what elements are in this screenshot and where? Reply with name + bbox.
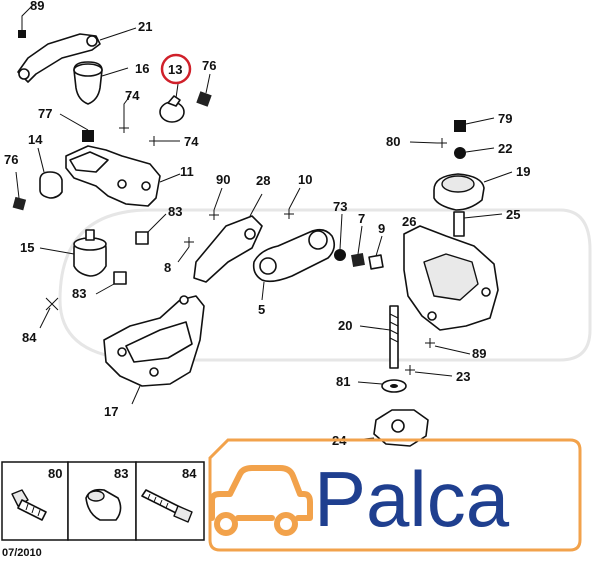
label-8: 8 — [164, 260, 171, 275]
highlight-circle-13 — [160, 53, 192, 85]
part-15-mount — [39, 229, 107, 277]
label-74-right: 74 — [184, 134, 199, 149]
legend-cell-84 — [135, 461, 205, 541]
part-5-torque-link — [252, 228, 336, 301]
palca-logo: Palca — [208, 438, 582, 552]
part-7-square — [351, 225, 365, 267]
label-10: 10 — [298, 172, 312, 187]
legend-bolt-80-icon — [11, 489, 47, 521]
part-83-sleeve-b — [95, 271, 127, 295]
label-80: 80 — [386, 134, 400, 149]
label-21: 21 — [138, 19, 152, 34]
label-76-left: 76 — [4, 152, 18, 167]
label-20: 20 — [338, 318, 352, 333]
part-73-washer — [334, 213, 346, 261]
label-11: 11 — [180, 164, 194, 179]
part-26-bracket — [403, 225, 499, 331]
palca-logo-text: Palca — [314, 455, 510, 543]
legend-long-bolt-84-icon — [141, 489, 193, 523]
label-23: 23 — [456, 369, 470, 384]
label-84: 84 — [22, 330, 37, 345]
label-5: 5 — [258, 302, 265, 317]
part-24-lower-mount — [353, 409, 429, 447]
cross-marker-8 — [177, 237, 194, 263]
part-21-torque-rod — [17, 27, 137, 83]
label-73: 73 — [333, 199, 347, 214]
car-logo-icon — [209, 465, 313, 536]
legend-strip: 80 83 84 07/2010 — [1, 461, 205, 559]
legend-number-80: 80 — [48, 466, 62, 481]
legend-number-84: 84 — [182, 466, 197, 481]
label-7: 7 — [358, 211, 365, 226]
part-76-square — [196, 73, 212, 107]
label-77: 77 — [38, 106, 52, 121]
cross-marker-84 — [39, 297, 59, 329]
cross-marker-10 — [284, 187, 301, 219]
part-76-square-b — [12, 171, 27, 211]
cross-marker-89 — [18, 3, 35, 38]
label-79: 79 — [498, 111, 512, 126]
label-81: 81 — [336, 374, 350, 389]
label-90: 90 — [216, 172, 230, 187]
label-19: 19 — [516, 164, 530, 179]
part-81-washer — [357, 379, 407, 393]
label-9: 9 — [378, 221, 385, 236]
label-26: 26 — [402, 214, 416, 229]
diagram-date: 07/2010 — [2, 547, 42, 559]
label-74-upper: 74 — [125, 88, 140, 103]
part-79-square — [454, 117, 495, 132]
label-28: 28 — [256, 173, 270, 188]
part-20-bolt — [359, 305, 399, 369]
label-15: 15 — [20, 240, 34, 255]
label-17: 17 — [104, 404, 118, 419]
part-83-sleeve — [135, 213, 167, 245]
part-11-bracket — [65, 145, 181, 207]
cross-marker-90 — [209, 187, 223, 220]
part-13-buffer — [159, 83, 185, 123]
part-17-lower-bracket — [103, 295, 205, 405]
part-9-sleeve — [368, 235, 384, 270]
label-83-upper: 83 — [168, 204, 182, 219]
label-22: 22 — [498, 141, 512, 156]
cross-markers-74 — [119, 95, 180, 146]
label-25: 25 — [506, 207, 520, 222]
part-22-washer — [454, 147, 495, 159]
part-77-square — [59, 113, 94, 142]
part-19-mount — [433, 171, 513, 211]
watermark — [58, 208, 592, 362]
part-25-stud — [453, 211, 503, 237]
part-14-mount — [37, 147, 63, 199]
label-14: 14 — [28, 132, 43, 147]
legend-number-83: 83 — [114, 466, 128, 481]
label-89: 89 — [30, 0, 44, 13]
part-28-arm — [193, 193, 263, 283]
label-16: 16 — [135, 61, 149, 76]
legend-sleeve-83-icon — [85, 488, 122, 521]
callout-labels: 89 21 16 13 76 77 74 74 14 76 11 90 28 1… — [4, 0, 530, 448]
cross-marker-23 — [405, 365, 453, 377]
cross-marker-80 — [409, 138, 447, 148]
cross-marker-89b — [425, 338, 471, 355]
part-16-buffer — [73, 61, 129, 105]
label-89-right: 89 — [472, 346, 486, 361]
label-76-top: 76 — [202, 58, 216, 73]
label-83-lower: 83 — [72, 286, 86, 301]
label-13: 13 — [168, 62, 182, 77]
